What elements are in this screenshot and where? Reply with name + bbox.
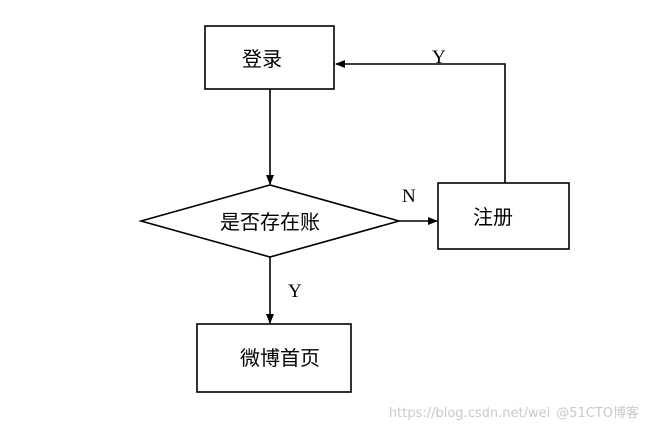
watermark-url: https://blog.csdn.net/wei <box>388 406 551 421</box>
node-register-label: 注册 <box>473 205 513 229</box>
node-login[interactable]: 登录 <box>204 25 335 90</box>
edge-label-y-bottom: Y <box>288 281 302 302</box>
watermark-site: @51CTO博客 <box>556 406 639 421</box>
node-has-account-label: 是否存在账 <box>220 210 320 234</box>
node-register-box <box>437 182 570 250</box>
watermark: https://blog.csdn.net/wei @51CTO博客 <box>383 402 639 421</box>
node-register[interactable]: 注册 <box>437 182 570 250</box>
edge-label-n: N <box>402 186 416 207</box>
edge-label-y-top: Y <box>432 47 446 68</box>
node-weibo-home-box <box>196 323 352 393</box>
node-weibo-home-label: 微博首页 <box>240 346 320 370</box>
node-login-box <box>204 25 335 90</box>
node-login-label: 登录 <box>242 47 282 71</box>
node-has-account[interactable]: 是否存在账 <box>138 184 402 258</box>
node-weibo-home[interactable]: 微博首页 <box>196 323 352 393</box>
edge-register-to-login <box>335 60 506 183</box>
